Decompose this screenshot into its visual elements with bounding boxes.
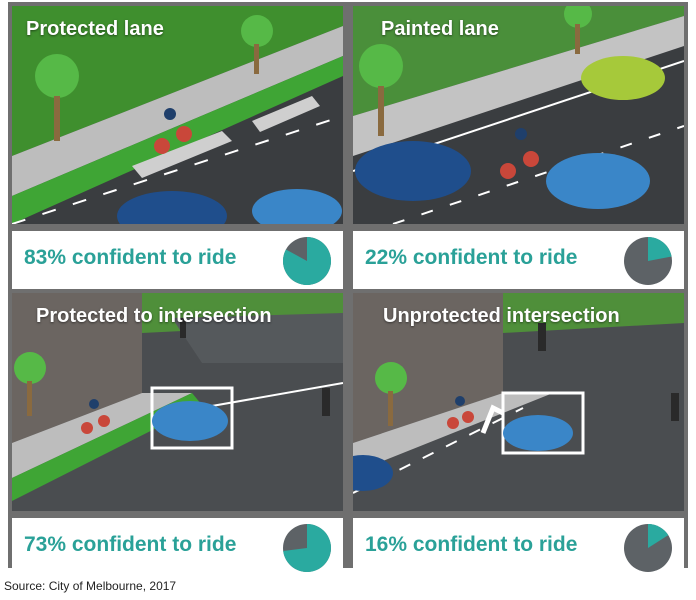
percent-label: 83% xyxy=(24,246,67,269)
panel-title: Unprotected intersection xyxy=(383,305,620,327)
pie-chart xyxy=(624,237,672,285)
pie-slice-confident xyxy=(283,237,331,285)
stat-text: 83% confident to ride xyxy=(24,246,236,270)
illustration-protected-lane xyxy=(12,6,343,224)
source-caption: Source: City of Melbourne, 2017 xyxy=(4,579,177,593)
stat-suffix: confident to ride xyxy=(412,246,578,269)
pie-slice-confident xyxy=(648,524,669,548)
illustration-unprotected-intersection xyxy=(353,293,684,511)
illustration-painted-lane xyxy=(353,6,684,224)
pie-chart xyxy=(283,524,331,572)
panel-unprotected-intersection: Unprotected intersection 16% confident t… xyxy=(353,293,684,576)
panel-title: Painted lane xyxy=(381,18,499,40)
percent-label: 22% xyxy=(365,246,408,269)
pie-slice-confident xyxy=(648,237,672,261)
infographic-frame: Protected lane 83% confident to ride xyxy=(8,2,688,576)
stat-card: 22% confident to ride xyxy=(353,231,684,289)
percent-label: 73% xyxy=(24,533,67,556)
stat-card: 73% confident to ride xyxy=(12,518,343,576)
stat-suffix: confident to ride xyxy=(412,533,578,556)
pie-chart xyxy=(624,524,672,572)
panel-protected-lane: Protected lane 83% confident to ride xyxy=(12,6,343,289)
stat-text: 22% confident to ride xyxy=(365,246,577,270)
panel-protected-intersection: Protected to intersection 73% confident … xyxy=(12,293,343,576)
stat-suffix: confident to ride xyxy=(71,533,237,556)
stat-card: 83% confident to ride xyxy=(12,231,343,289)
percent-label: 16% xyxy=(365,533,408,556)
panel-title: Protected lane xyxy=(26,18,164,40)
stat-card: 16% confident to ride xyxy=(353,518,684,576)
panel-title: Protected to intersection xyxy=(36,305,272,327)
stat-text: 16% confident to ride xyxy=(365,533,577,557)
pie-slice-confident xyxy=(283,524,331,572)
stat-suffix: confident to ride xyxy=(71,246,237,269)
stat-text: 73% confident to ride xyxy=(24,533,236,557)
illustration-protected-intersection xyxy=(12,293,343,511)
pie-chart xyxy=(283,237,331,285)
panel-painted-lane: Painted lane 22% confident to ride xyxy=(353,6,684,289)
